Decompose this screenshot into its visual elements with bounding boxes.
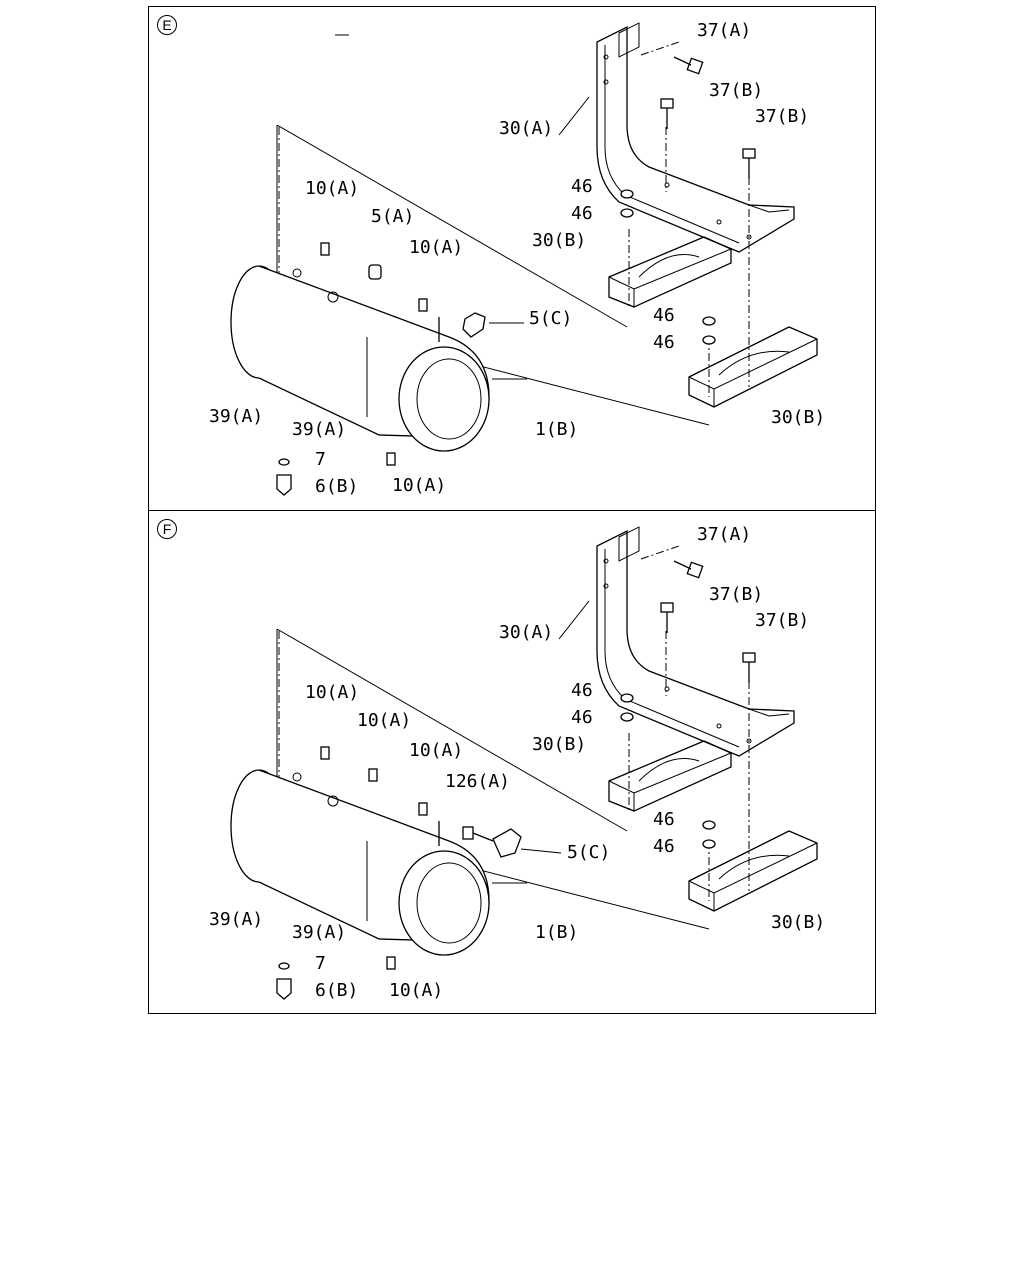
nut-46-lower — [702, 820, 716, 849]
diagram-panel-e: E — [148, 6, 876, 511]
panel-badge: F — [157, 519, 177, 539]
washer-7 — [278, 962, 290, 970]
drain-6b — [276, 474, 292, 496]
label-39a-2: 39(A) — [292, 922, 347, 943]
label-39a-2: 39(A) — [292, 419, 347, 440]
plug-10a-2 — [418, 298, 428, 312]
plug-10a-2 — [418, 802, 428, 816]
bolt-37b-2 — [742, 148, 756, 179]
valve-5c — [462, 312, 486, 338]
label-39a-1: 39(A) — [209, 406, 264, 427]
valve-5a — [368, 264, 382, 280]
plug-10a-4 — [368, 768, 378, 782]
label-46-3: 46 — [653, 809, 675, 830]
saddle-30b-upper — [608, 236, 732, 308]
label-46-3: 46 — [653, 305, 675, 326]
valve-5c — [492, 828, 522, 858]
washer-7 — [278, 458, 290, 466]
nut-46-upper — [620, 189, 634, 218]
bracket-30a — [596, 526, 795, 757]
bolt-37a — [673, 560, 704, 579]
label-46-1: 46 — [571, 680, 593, 701]
nut-46-lower — [702, 316, 716, 345]
label-10a-1: 10(A) — [305, 178, 360, 199]
label-46-2: 46 — [571, 203, 593, 224]
label-37b-2: 37(B) — [755, 106, 810, 127]
saddle-30b-lower — [688, 830, 818, 912]
saddle-30b-upper — [608, 740, 732, 812]
label-7: 7 — [315, 449, 326, 470]
label-37b-1: 37(B) — [709, 80, 764, 101]
plug-10a-1 — [320, 746, 330, 760]
tank-assembly-drawing — [230, 22, 818, 496]
label-37b-1: 37(B) — [709, 584, 764, 605]
fitting-126a — [462, 826, 474, 840]
label-1b: 1(B) — [535, 419, 579, 440]
label-30a: 30(A) — [499, 118, 554, 139]
label-46-2: 46 — [571, 707, 593, 728]
label-46-4: 46 — [653, 836, 675, 857]
label-7: 7 — [315, 953, 326, 974]
label-10a-3: 10(A) — [392, 475, 447, 496]
air-tank-1b — [230, 769, 490, 956]
nut-46-upper — [620, 693, 634, 722]
label-6b: 6(B) — [315, 476, 359, 497]
plug-10a-3 — [386, 956, 396, 970]
label-10a-4: 10(A) — [357, 710, 412, 731]
bolt-37b-1 — [660, 602, 674, 633]
label-30b-1: 30(B) — [532, 734, 587, 755]
diagram-panel-f: F — [148, 510, 876, 1014]
label-39a-1: 39(A) — [209, 909, 264, 930]
label-10a-2: 10(A) — [409, 237, 464, 258]
label-46-1: 46 — [571, 176, 593, 197]
label-10a-3: 10(A) — [389, 980, 444, 1001]
bolt-37b-1 — [660, 98, 674, 129]
label-46-4: 46 — [653, 332, 675, 353]
plug-10a-3 — [386, 452, 396, 466]
tank-assembly-drawing — [230, 526, 818, 1000]
label-6b: 6(B) — [315, 980, 359, 1001]
label-37a: 37(A) — [697, 20, 752, 41]
label-37a: 37(A) — [697, 524, 752, 545]
label-30b-1: 30(B) — [532, 230, 587, 251]
bolt-37b-2 — [742, 652, 756, 683]
label-30b-2: 30(B) — [771, 407, 826, 428]
label-10a-2: 10(A) — [409, 740, 464, 761]
label-10a-1: 10(A) — [305, 682, 360, 703]
bracket-30a — [596, 22, 795, 253]
bolt-37a — [673, 56, 704, 75]
panel-badge: E — [157, 15, 177, 35]
label-126a: 126(A) — [445, 771, 511, 792]
drain-6b — [276, 978, 292, 1000]
air-tank-1b — [230, 265, 490, 452]
label-5a: 5(A) — [371, 206, 415, 227]
label-5c: 5(C) — [529, 308, 573, 329]
label-37b-2: 37(B) — [755, 610, 810, 631]
saddle-30b-lower — [688, 326, 818, 408]
label-1b: 1(B) — [535, 922, 579, 943]
plug-10a-1 — [320, 242, 330, 256]
label-30b-2: 30(B) — [771, 912, 826, 933]
label-30a: 30(A) — [499, 622, 554, 643]
label-5c: 5(C) — [567, 842, 611, 863]
